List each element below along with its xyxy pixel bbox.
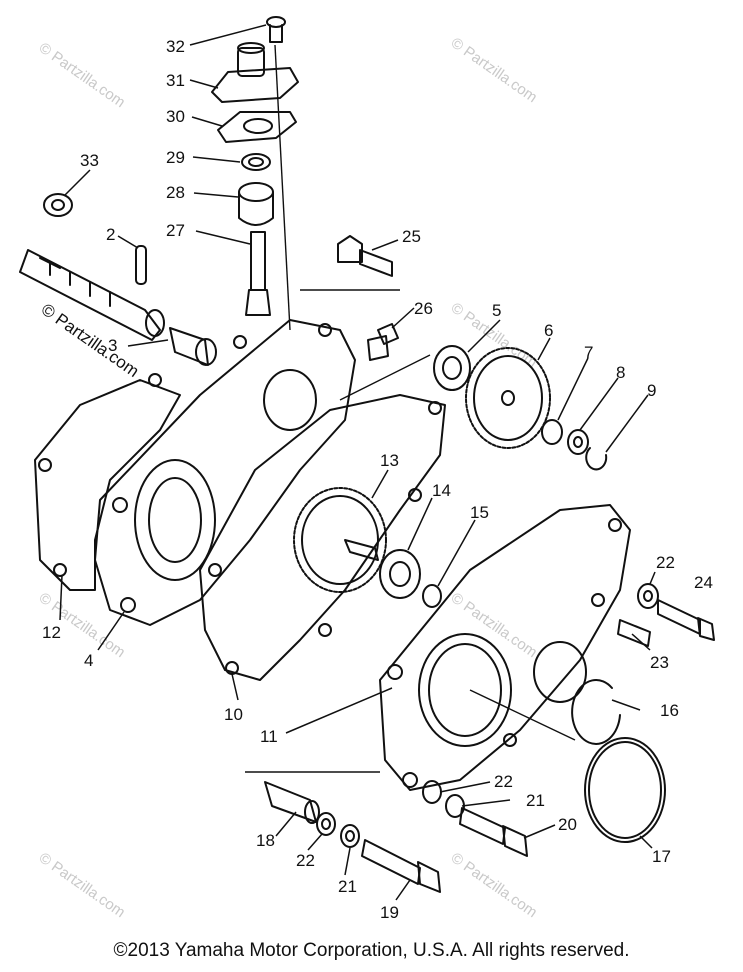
callout-16: 16	[660, 701, 679, 720]
part-10-gasket	[199, 394, 446, 681]
part-31-fitting	[211, 42, 299, 103]
callout-22-lower: 22	[296, 851, 315, 870]
part-5-bearing	[433, 345, 471, 391]
part-6-gear	[465, 347, 551, 449]
part-worm-shaft	[19, 249, 165, 341]
watermark-text: © Partzilla.com	[36, 849, 129, 921]
part-18-dowel	[264, 781, 320, 824]
callout-10: 10	[224, 705, 243, 724]
callout-9: 9	[647, 381, 656, 400]
watermark-text: © Partzilla.com	[448, 34, 541, 106]
part-12-gasket	[34, 373, 181, 591]
callout-23: 23	[650, 653, 669, 672]
part-23-bolt	[617, 619, 651, 647]
callout-22-upper: 22	[656, 553, 675, 572]
callout-14: 14	[432, 481, 451, 500]
callout-24: 24	[694, 573, 713, 592]
callout-15: 15	[470, 503, 489, 522]
part-22-washer-mid	[422, 780, 442, 804]
part-22-washer-upper	[637, 583, 659, 609]
part-9-clip	[585, 447, 608, 471]
part-15-washer	[422, 584, 442, 608]
callout-26: 26	[414, 299, 433, 318]
callout-20: 20	[558, 815, 577, 834]
leader-lines	[59, 24, 656, 901]
callout-27: 27	[166, 221, 185, 240]
part-24-bolt	[657, 599, 715, 641]
part-28-bushing	[238, 182, 274, 226]
part-3-collar	[169, 327, 217, 366]
callout-12: 12	[42, 623, 61, 642]
part-25-bolt	[337, 235, 393, 277]
callout-30: 30	[166, 107, 185, 126]
part-19-bolt	[361, 839, 441, 893]
part-27-shaft	[245, 231, 271, 316]
callout-2: 2	[106, 225, 115, 244]
part-26-bolt	[367, 323, 399, 361]
assembly-lines	[245, 44, 576, 773]
callout-4: 4	[84, 651, 93, 670]
watermark-text: © Partzilla.com	[448, 849, 541, 921]
copyright-notice: ©2013 Yamaha Motor Corporation, U.S.A. A…	[113, 940, 630, 961]
part-32-screw	[266, 16, 286, 43]
part-14-bearing	[379, 549, 421, 599]
part-33-washer	[43, 193, 73, 217]
part-20-bolt	[459, 807, 528, 857]
callout-7: 7	[584, 343, 593, 362]
part-21-washer-lower	[340, 824, 360, 848]
callout-31: 31	[166, 71, 185, 90]
part-13-gear	[293, 487, 387, 593]
callout-18: 18	[256, 831, 275, 850]
part-2-pin	[135, 245, 147, 285]
callout-19: 19	[380, 903, 399, 922]
callout-labels: 32 31 30 29 28 27 33 2 25 26 5 6 7 8 9 3…	[42, 37, 713, 922]
callout-8: 8	[616, 363, 625, 382]
callout-22-mid: 22	[494, 772, 513, 791]
callout-25: 25	[402, 227, 421, 246]
callout-3: 3	[108, 336, 117, 355]
callout-17: 17	[652, 847, 671, 866]
part-8-washer	[567, 429, 589, 455]
callout-21-mid: 21	[526, 791, 545, 810]
watermark-text: © Partzilla.com	[448, 589, 541, 661]
watermark-text: © Partzilla.com	[36, 39, 129, 111]
part-17-oring	[584, 737, 666, 843]
callout-32: 32	[166, 37, 185, 56]
watermark-text-dark: © Partzilla.com	[38, 300, 143, 381]
callout-5: 5	[492, 301, 501, 320]
part-4-gear-case	[94, 319, 356, 626]
part-30-gasket	[217, 111, 297, 143]
callout-33: 33	[80, 151, 99, 170]
callout-11: 11	[260, 727, 278, 746]
callout-13: 13	[380, 451, 399, 470]
part-22-washer-lower	[316, 812, 336, 836]
callout-6: 6	[544, 321, 553, 340]
callout-28: 28	[166, 183, 185, 202]
part-7-washer	[541, 419, 563, 445]
part-11-cover	[379, 504, 631, 791]
callout-29: 29	[166, 148, 185, 167]
callout-21-lower: 21	[338, 877, 357, 896]
part-16-circlip	[571, 678, 621, 745]
part-29-seal	[241, 153, 271, 171]
